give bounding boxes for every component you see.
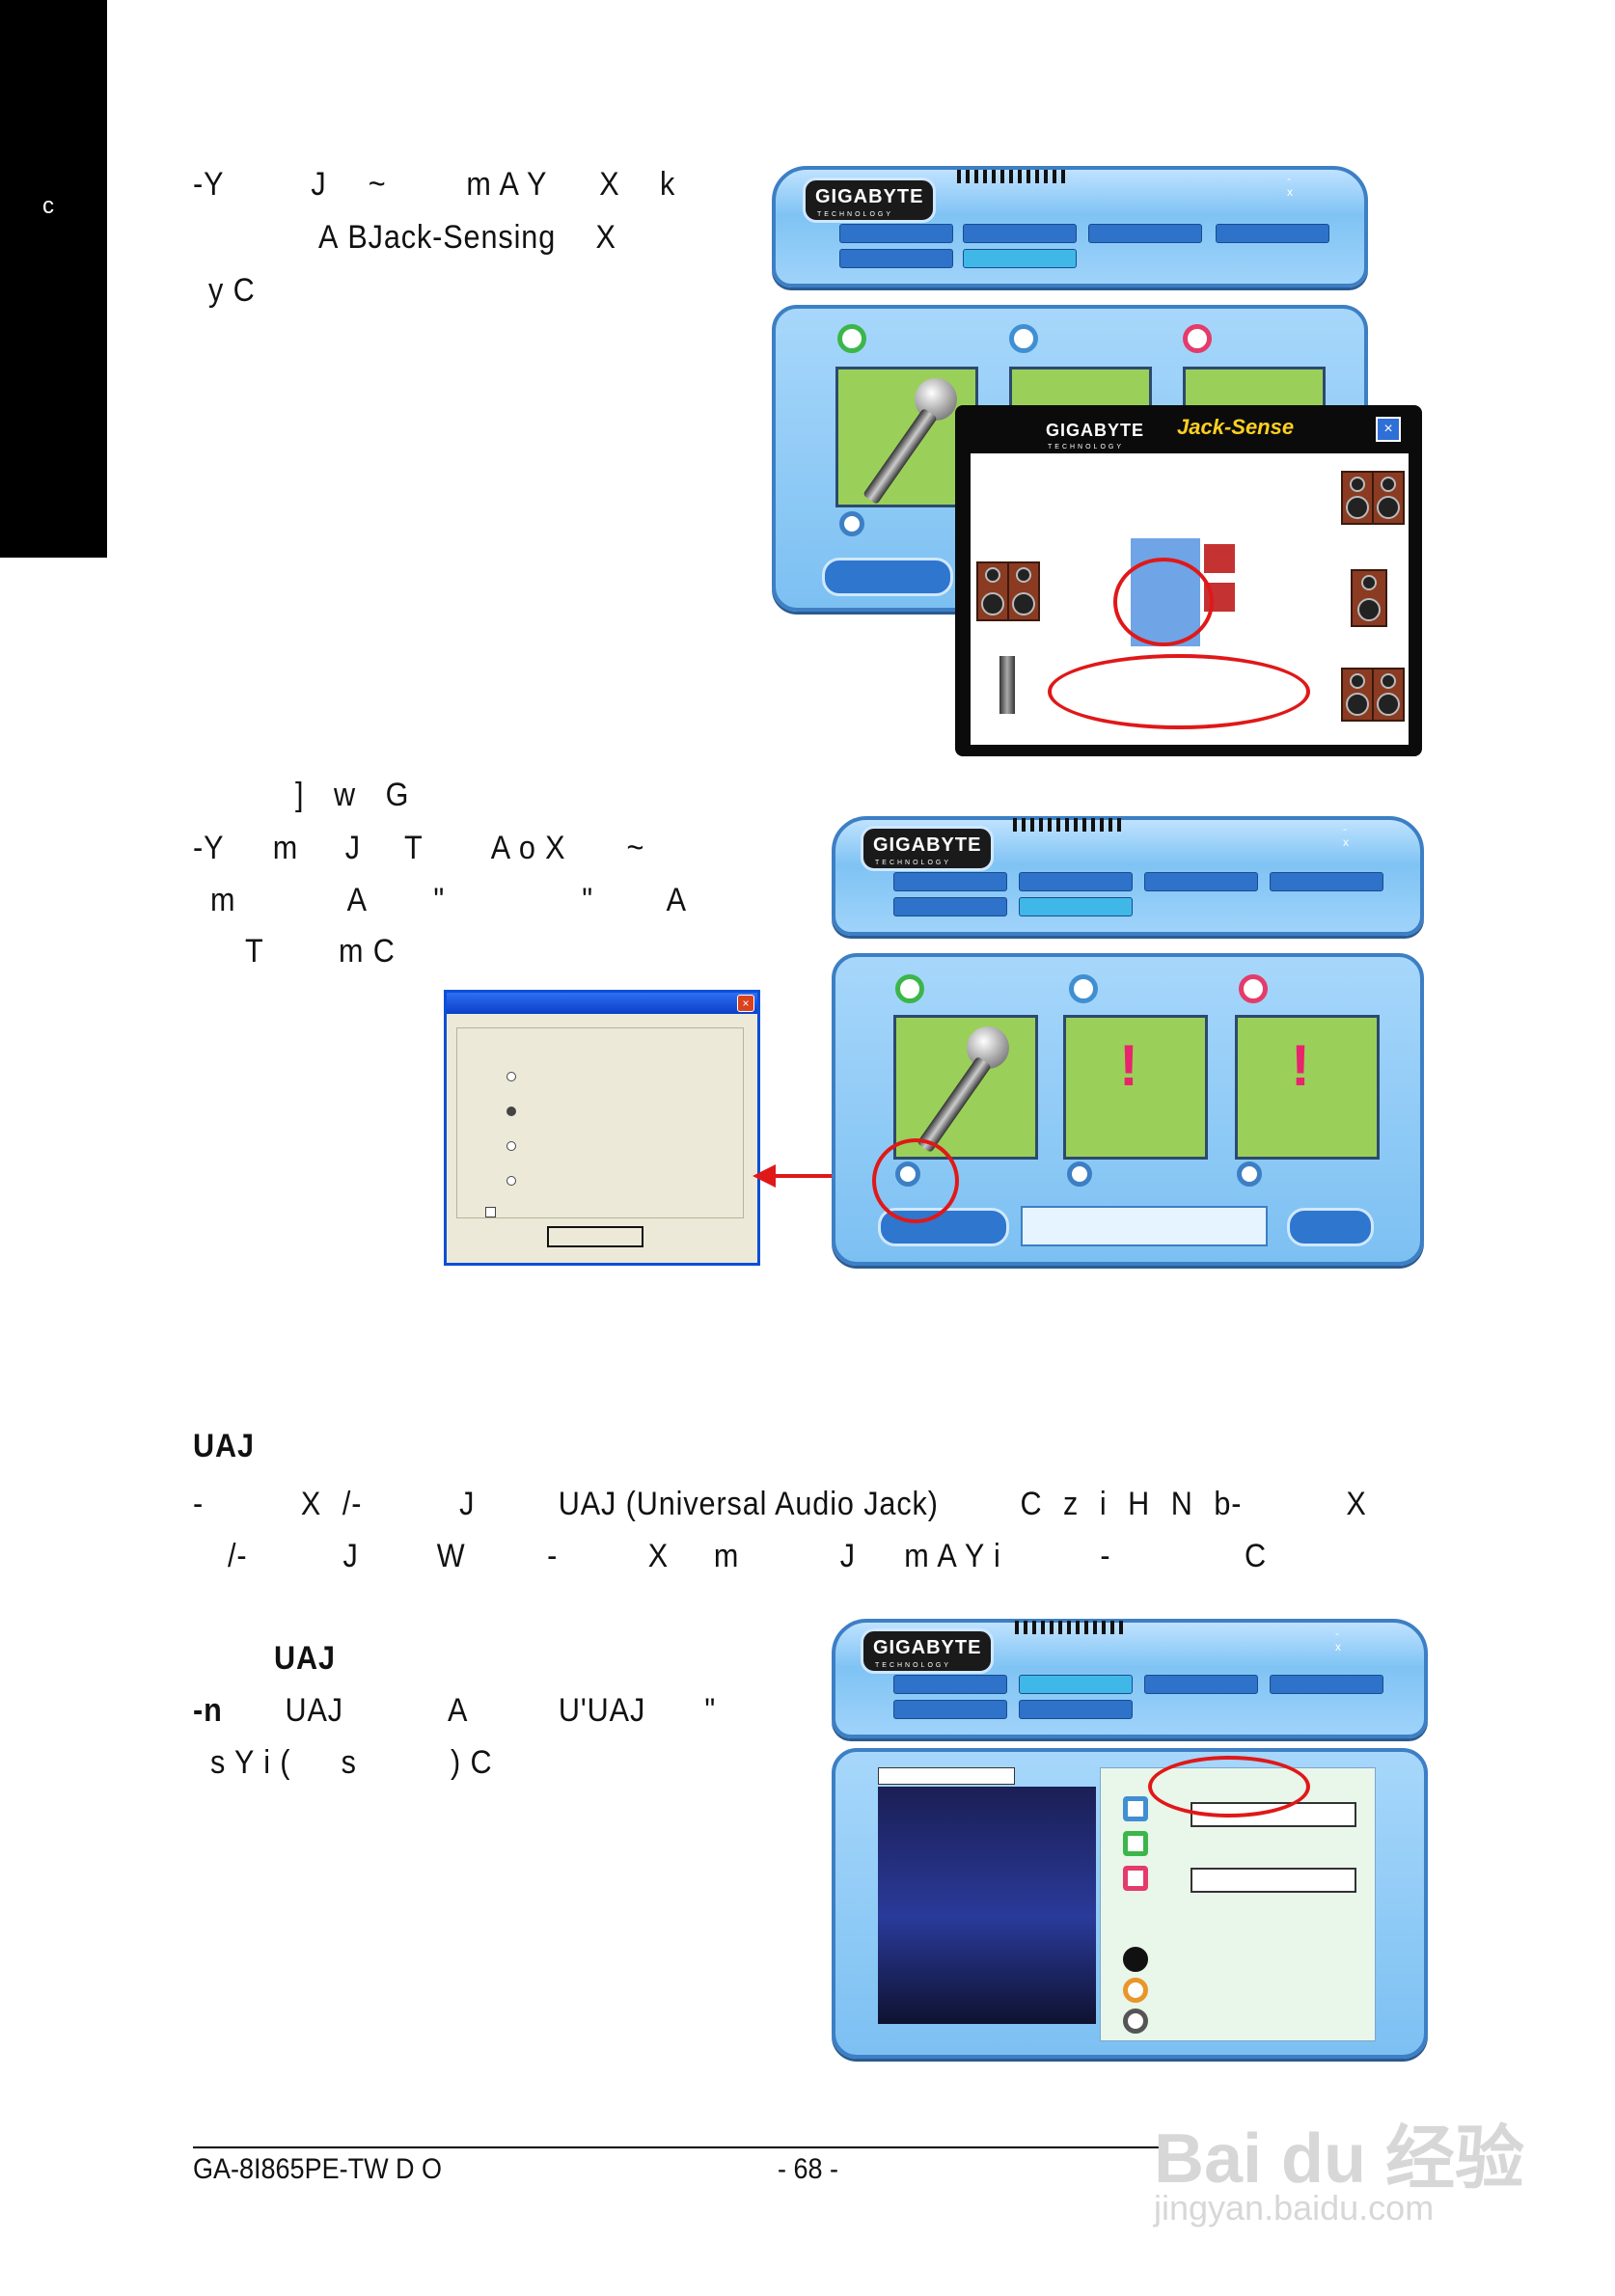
dialog-titlebar — [447, 993, 757, 1014]
window-controls[interactable]: - x — [1335, 1626, 1341, 1654]
speaker-icon — [1007, 561, 1040, 621]
pointer-arrow — [772, 1174, 878, 1178]
jack-panel — [1235, 1015, 1380, 1160]
jack-black-icon — [1123, 1947, 1148, 1972]
jack-green-icon — [837, 324, 866, 353]
tab-button[interactable] — [1216, 224, 1329, 243]
arrow-head-icon — [753, 1164, 776, 1188]
action-button[interactable] — [822, 558, 953, 596]
page-number: - 68 - — [778, 2153, 839, 2185]
footer-model: GA-8I865PE-TW D O — [193, 2153, 443, 2185]
chapter-sidebar — [0, 0, 107, 558]
mic-icon — [999, 656, 1015, 714]
ok-button[interactable] — [547, 1226, 643, 1247]
tab-button-selected[interactable] — [963, 249, 1077, 268]
speaker-icon — [1351, 569, 1387, 627]
speaker-icon — [1341, 668, 1374, 722]
warning-exclamation-icon: ! — [1291, 1033, 1310, 1098]
jack-grey-icon — [1123, 2009, 1148, 2034]
option-radio[interactable] — [506, 1176, 516, 1186]
jack-config-icon[interactable] — [1237, 1162, 1262, 1187]
tab-button[interactable] — [1270, 872, 1383, 891]
jack-warning-icon — [1204, 544, 1235, 573]
jack-pink-icon — [1183, 324, 1212, 353]
jack-config-icon[interactable] — [839, 511, 864, 536]
option-radio-selected[interactable] — [506, 1107, 516, 1116]
options-dialog: × — [444, 990, 760, 1266]
tab-button[interactable] — [893, 1675, 1007, 1694]
jack-panel — [1063, 1015, 1208, 1160]
highlight-ellipse — [1048, 654, 1310, 729]
room-preview-image — [878, 1787, 1096, 2024]
tab-button-selected[interactable] — [1019, 897, 1133, 916]
close-icon[interactable]: × — [1376, 417, 1401, 442]
highlight-ellipse — [1148, 1756, 1310, 1818]
highlight-ellipse — [872, 1138, 959, 1223]
options-group — [456, 1027, 744, 1218]
uaj-subheading: UAJ — [274, 1640, 336, 1677]
s1-line-3: y C — [208, 272, 256, 309]
speaker-icon — [976, 561, 1009, 621]
tab-button[interactable] — [1144, 1675, 1258, 1694]
option-radio[interactable] — [506, 1141, 516, 1151]
tab-button-selected[interactable] — [1019, 1675, 1133, 1694]
option-radio[interactable] — [506, 1072, 516, 1081]
jack-green-icon — [895, 974, 924, 1003]
footer-rule — [193, 2146, 1163, 2148]
window-controls[interactable]: - x — [1343, 822, 1349, 849]
baidu-watermark-url: jingyan.baidu.com — [1154, 2188, 1435, 2228]
sidebar-letter: c — [42, 193, 54, 219]
jack-pink-icon — [1123, 1866, 1148, 1891]
jack-blue-icon — [1009, 324, 1038, 353]
tab-button[interactable] — [893, 1700, 1007, 1719]
tab-button[interactable] — [1270, 1675, 1383, 1694]
jack-green-icon — [1123, 1831, 1148, 1856]
tab-button[interactable] — [839, 249, 953, 268]
status-message-box — [1021, 1206, 1268, 1246]
tab-button[interactable] — [893, 897, 1007, 916]
tab-button[interactable] — [1144, 872, 1258, 891]
window-controls[interactable]: - x — [1287, 172, 1293, 199]
speaker-icon — [1341, 471, 1374, 525]
s4-line-2: s Y i (s) C — [210, 1744, 493, 1781]
tab-button[interactable] — [839, 224, 953, 243]
jack-pink-icon — [1239, 974, 1268, 1003]
tab-button[interactable] — [1019, 1700, 1133, 1719]
jack-blue-icon — [1069, 974, 1098, 1003]
uaj-heading: UAJ — [193, 1428, 255, 1464]
tab-button[interactable] — [963, 224, 1077, 243]
jack-blue-icon — [1123, 1796, 1148, 1821]
action-button[interactable] — [1287, 1208, 1374, 1246]
baidu-watermark: Bai du 经验 — [1154, 2120, 1525, 2198]
environment-select[interactable] — [878, 1767, 1015, 1785]
assignment-box[interactable] — [1191, 1868, 1356, 1893]
jack-orange-icon — [1123, 1978, 1148, 2003]
option-checkbox[interactable] — [485, 1207, 496, 1217]
highlight-ellipse — [1113, 558, 1214, 646]
jack-sense-title: Jack-Sense — [1177, 415, 1295, 439]
speaker-icon — [1372, 668, 1405, 722]
speaker-icon — [1372, 471, 1405, 525]
jack-config-icon[interactable] — [1067, 1162, 1092, 1187]
tab-button[interactable] — [1019, 872, 1133, 891]
warning-exclamation-icon: ! — [1119, 1033, 1138, 1098]
tab-button[interactable] — [1088, 224, 1202, 243]
close-icon[interactable]: × — [737, 995, 754, 1012]
tab-button[interactable] — [893, 872, 1007, 891]
